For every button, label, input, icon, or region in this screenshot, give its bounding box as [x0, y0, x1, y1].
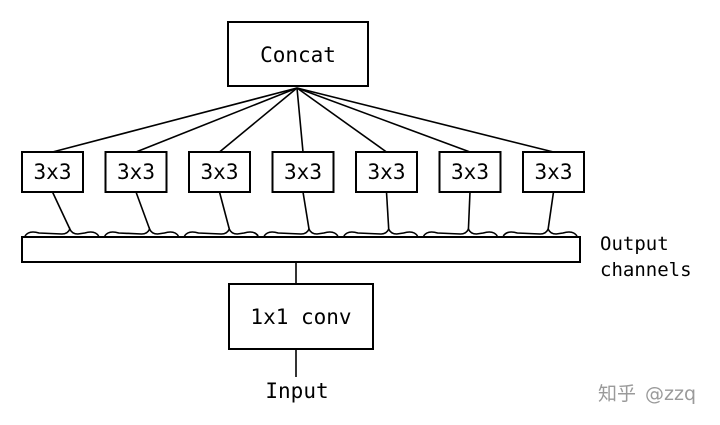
- channel-brace: [422, 226, 498, 237]
- channel-brace: [263, 226, 339, 237]
- channel-brace: [502, 226, 578, 237]
- channel-braces: [24, 226, 578, 237]
- group-stem: [135, 191, 151, 230]
- conv1x1-box: [228, 283, 374, 350]
- fan-line: [52, 87, 298, 153]
- group-box: [355, 151, 418, 193]
- group-label: 3x3: [535, 160, 573, 184]
- channel-brace: [343, 226, 419, 237]
- input-label: Input: [265, 379, 328, 403]
- group-node: 3x3: [21, 151, 84, 193]
- group-node: 3x3: [188, 151, 251, 193]
- conv1x1-node: 1x1 conv: [228, 283, 374, 350]
- group-stem: [467, 191, 471, 230]
- group-box: [438, 151, 502, 193]
- group-stem-lines: [51, 191, 555, 230]
- group-label: 3x3: [451, 160, 489, 184]
- fan-line: [296, 87, 304, 153]
- group-stem: [51, 191, 71, 230]
- fan-line: [296, 87, 554, 153]
- group-label: 3x3: [34, 160, 72, 184]
- fan-line: [135, 87, 298, 153]
- group-label: 3x3: [201, 160, 239, 184]
- conv1x1-label: 1x1 conv: [250, 305, 351, 329]
- fan-in-lines: [52, 87, 554, 153]
- concat-node: Concat: [227, 21, 369, 87]
- group-box: [21, 151, 84, 193]
- output-label: Output: [600, 233, 669, 255]
- group-label: 3x3: [368, 160, 406, 184]
- group-node: 3x3: [522, 151, 585, 193]
- concat-label: Concat: [260, 43, 336, 67]
- output-channels-bar: [21, 236, 581, 263]
- group-box: [271, 151, 335, 193]
- channels-label: channels: [600, 259, 692, 281]
- group-conv-row: 3x3 3x3 3x3 3x3 3x3 3x3 3x3: [21, 151, 585, 193]
- channel-brace: [183, 226, 259, 237]
- watermark: 知乎 @zzq: [598, 383, 696, 405]
- group-node: 3x3: [438, 151, 502, 193]
- group-stem: [385, 191, 390, 230]
- group-stem: [302, 191, 310, 230]
- group-stem: [547, 191, 555, 230]
- group-node: 3x3: [271, 151, 335, 193]
- concat-box: [227, 21, 369, 87]
- fan-line: [218, 87, 298, 153]
- group-label: 3x3: [284, 160, 322, 184]
- group-box: [522, 151, 585, 193]
- channel-brace: [104, 226, 180, 237]
- group-stem: [218, 191, 231, 230]
- channel-brace: [24, 226, 100, 237]
- group-node: 3x3: [355, 151, 418, 193]
- fan-line: [296, 87, 471, 153]
- group-label: 3x3: [117, 160, 155, 184]
- group-node: 3x3: [104, 151, 168, 193]
- watermark-handle: @zzq: [645, 383, 696, 405]
- fan-line: [296, 87, 387, 153]
- watermark-brand: 知乎: [598, 383, 636, 405]
